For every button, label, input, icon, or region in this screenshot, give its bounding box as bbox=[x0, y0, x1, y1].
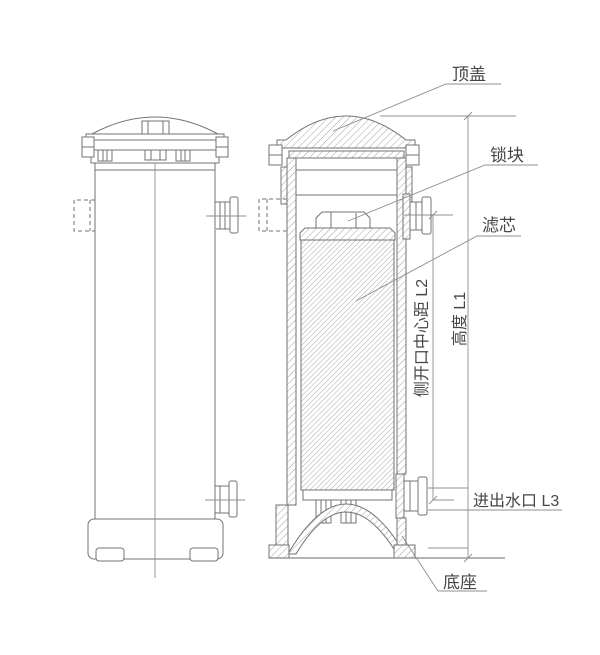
side-view-left-port-dashed bbox=[73, 199, 95, 232]
section-inner-lines bbox=[296, 169, 397, 196]
side-view-dome-arc bbox=[91, 116, 219, 135]
label-lock-block: 锁块 bbox=[490, 146, 524, 165]
filter-housing-section-view bbox=[258, 115, 505, 559]
side-view-top-port bbox=[206, 196, 246, 234]
side-view-feet bbox=[95, 547, 219, 562]
leader-top-cover bbox=[332, 83, 501, 132]
label-inlet-outlet-port-l3: 进出水口 L3 bbox=[473, 492, 559, 510]
dimension-lines bbox=[380, 111, 562, 563]
filter-housing-side-view bbox=[73, 116, 246, 578]
leader-base bbox=[401, 535, 487, 592]
section-clamp-bolts bbox=[268, 144, 420, 166]
side-view-clamp-bolts bbox=[81, 136, 229, 162]
side-view-lid-flange bbox=[85, 133, 225, 151]
section-lock-block bbox=[315, 211, 371, 230]
section-left-port-dashed bbox=[258, 198, 287, 232]
label-top-cover: 顶盖 bbox=[452, 65, 486, 84]
dim-ticks bbox=[428, 111, 473, 563]
section-top-port bbox=[402, 193, 432, 240]
section-left-foot bbox=[268, 544, 290, 559]
leader-lock-block bbox=[347, 164, 538, 222]
section-left-wall bbox=[286, 157, 297, 506]
labels: 顶盖 锁块 滤芯 侧开口中心距 L2 高度 L1 进出水口 L3 底座 bbox=[413, 65, 559, 592]
section-cartridge-cap bbox=[299, 227, 396, 241]
section-filter-cartridge bbox=[300, 239, 395, 491]
label-base: 底座 bbox=[443, 573, 477, 592]
label-height-l1: 高度 L1 bbox=[451, 292, 469, 346]
section-top-cover-dome bbox=[276, 115, 416, 149]
side-view-handle bbox=[141, 120, 170, 136]
label-side-port-center-distance-l2: 侧开口中心距 L2 bbox=[413, 279, 431, 397]
section-bottom-port bbox=[395, 473, 428, 519]
section-cartridge-bottom-plate bbox=[302, 489, 393, 501]
section-left-collar bbox=[280, 166, 288, 205]
leader-lines bbox=[332, 83, 538, 592]
side-view-bottom-port bbox=[205, 480, 245, 518]
section-seal-band bbox=[288, 150, 405, 159]
label-filter-element: 滤芯 bbox=[482, 216, 516, 235]
leader-filter-element bbox=[355, 235, 521, 302]
section-right-skirt bbox=[396, 517, 407, 546]
